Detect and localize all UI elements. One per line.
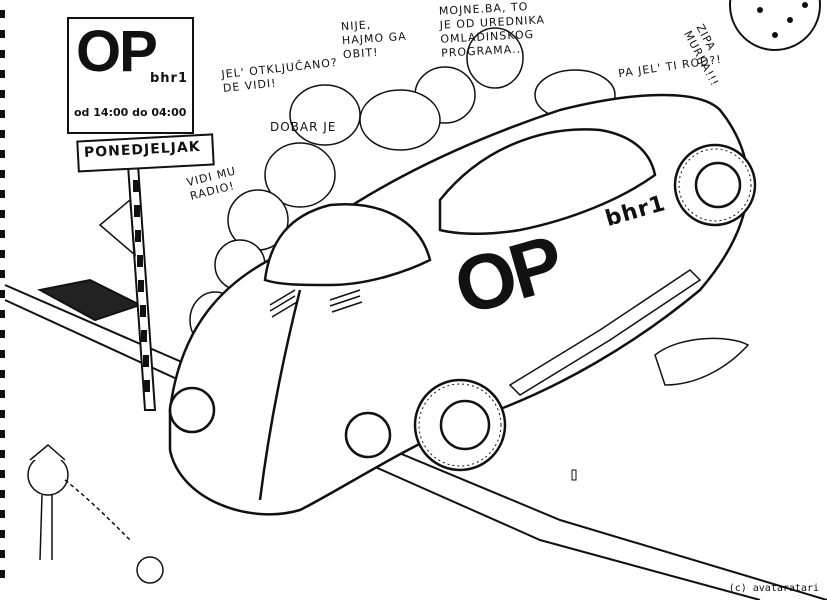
speech-dobar-je: DOBAR JE bbox=[270, 120, 337, 134]
beetle-car bbox=[168, 93, 757, 516]
tyre-tread bbox=[418, 148, 752, 467]
sign-schedule: od 14:00 do 04:00 bbox=[74, 106, 187, 119]
signpost bbox=[67, 17, 215, 411]
spiral-binding bbox=[0, 10, 5, 578]
day-sign-board bbox=[76, 133, 215, 173]
ball-and-chain bbox=[27, 444, 164, 584]
sun bbox=[729, 0, 821, 51]
rock bbox=[654, 337, 750, 386]
street-sign-x bbox=[98, 198, 136, 257]
credit-signature: (c) avataratari bbox=[728, 583, 819, 594]
sign-logo-bhr: bhr1 bbox=[150, 71, 189, 86]
speech-mojne: MOJNE.BA, TO JE OD UREDNIKA OMLADINSKOG … bbox=[438, 0, 546, 60]
speech-nije: NIJE, HAJMO GA OBIT! bbox=[340, 18, 408, 62]
sign-logo-op: OP bbox=[76, 19, 158, 84]
cigarette-butt bbox=[571, 469, 577, 481]
radio-sign-board bbox=[67, 17, 194, 134]
